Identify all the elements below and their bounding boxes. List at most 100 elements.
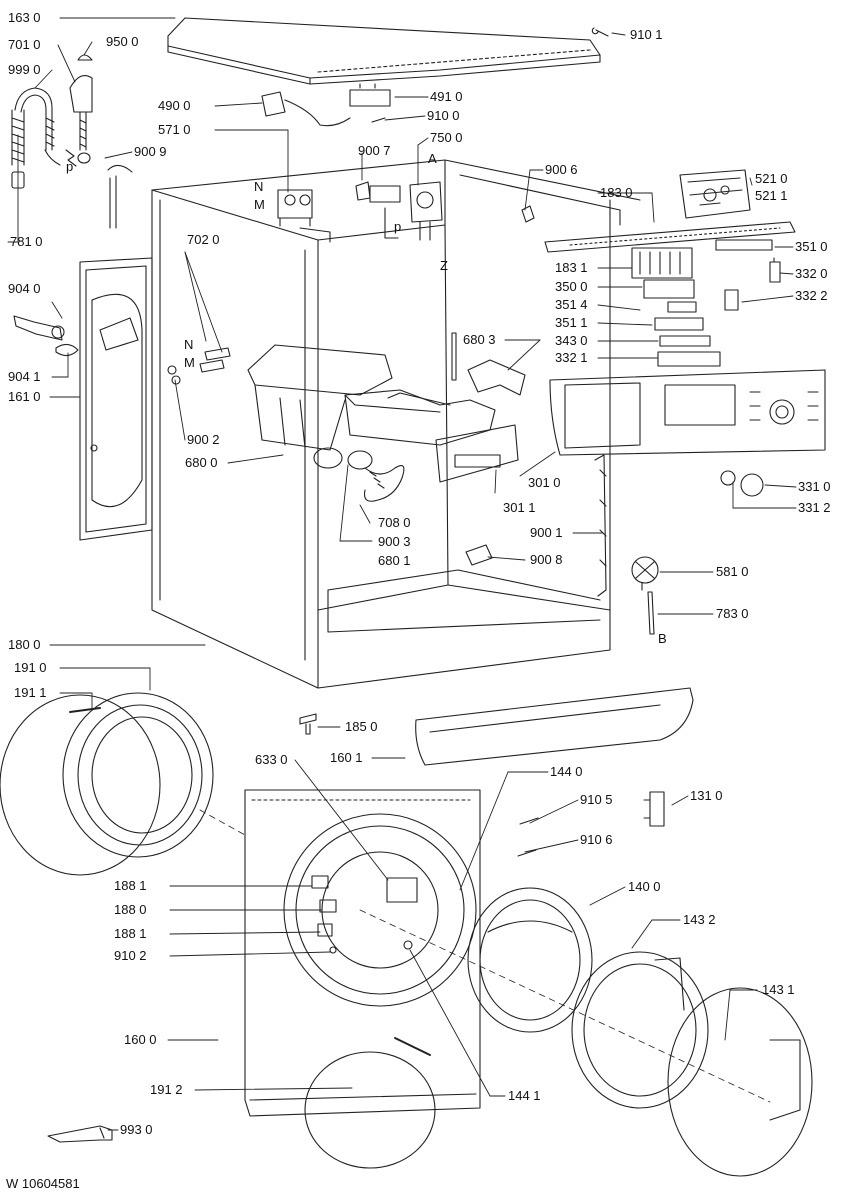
part-label: 191 1 (14, 685, 47, 700)
part-label: 188 1 (114, 878, 147, 893)
part-label: 708 0 (378, 515, 411, 530)
valve-571 (277, 189, 313, 227)
part-label: 910 1 (630, 27, 663, 42)
tubing (44, 149, 399, 239)
part-332-2 (724, 289, 739, 311)
part-label: 900 3 (378, 534, 411, 549)
part-343 (659, 335, 711, 347)
part-label: 144 0 (550, 764, 583, 779)
part-label: 491 0 (430, 89, 463, 104)
pcb-183-1 (631, 247, 693, 279)
part-label: 351 4 (555, 297, 588, 312)
part-label: 350 0 (555, 279, 588, 294)
hose-clamp-900-9 (107, 164, 133, 229)
detergent-dispenser (247, 344, 496, 469)
sensor-491 (349, 83, 391, 107)
pcb-350 (643, 279, 695, 299)
latch-131 (643, 791, 665, 827)
valve-750 (409, 181, 443, 241)
part-332-0 (769, 257, 781, 283)
part-label: 900 2 (187, 432, 220, 447)
part-label: 750 0 (430, 130, 463, 145)
part-label: 900 1 (530, 525, 563, 540)
part-label: 331 0 (798, 479, 831, 494)
bracket-900-8 (465, 544, 493, 566)
hose-680-3 (467, 359, 526, 396)
kickplate-160-1 (415, 687, 694, 766)
screw-910-5 (519, 817, 539, 825)
part-label: 581 0 (716, 564, 749, 579)
part-label: 301 1 (503, 500, 536, 515)
wire-harness-900-1 (594, 454, 607, 597)
drawer-301-1 (435, 424, 519, 483)
part-680-3 (451, 332, 457, 381)
part-332-1 (657, 351, 721, 367)
part-label: 571 0 (158, 122, 191, 137)
part-label: 783 0 (716, 606, 749, 621)
front-cabinet-160-0 (244, 789, 481, 1117)
part-label: 910 0 (427, 108, 460, 123)
part-label: 343 0 (555, 333, 588, 348)
porthole-ring-633 (283, 813, 477, 1007)
part-label: 904 1 (8, 369, 41, 384)
knob-331 (720, 470, 764, 497)
part-351-4 (667, 301, 697, 313)
seal-191-2 (304, 1037, 436, 1169)
front-panel (79, 257, 153, 541)
part-label: 633 0 (255, 752, 288, 767)
part-label: 993 0 (120, 1122, 153, 1137)
pcb-521 (679, 169, 751, 219)
part-label: 160 0 (124, 1032, 157, 1047)
part-label: 950 0 (106, 34, 139, 49)
part-label: 301 0 (528, 475, 561, 490)
screw-910-0 (371, 117, 386, 123)
part-904-0 (13, 315, 65, 341)
top-cover (167, 17, 601, 85)
part-351-0 (715, 239, 773, 251)
control-fascia (549, 369, 826, 456)
part-label: 191 2 (150, 1082, 183, 1097)
cabinet-frame (151, 159, 641, 689)
part-label: 331 2 (798, 500, 831, 515)
control-rail-183 (544, 221, 796, 253)
part-label: 183 1 (555, 260, 588, 275)
clips-900-2 (167, 365, 181, 385)
connectors-702 (199, 347, 231, 373)
part-label: 910 2 (114, 948, 147, 963)
leader-lines (7, 17, 797, 1131)
callout-letter: B (658, 631, 667, 646)
callout-letter: N (254, 179, 264, 194)
part-label: 680 0 (185, 455, 218, 470)
part-label: 143 2 (683, 912, 716, 927)
callout-letter: Z (440, 258, 448, 273)
part-label: 521 0 (755, 171, 788, 186)
seal-904-1 (55, 343, 79, 357)
callout-letter: N (184, 337, 194, 352)
part-label: 163 0 (8, 10, 41, 25)
part-label: 185 0 (345, 719, 378, 734)
door-frame-140 (467, 887, 593, 1033)
callout-letter: p (394, 219, 402, 234)
part-label: 144 1 (508, 1088, 541, 1103)
part-label: 332 1 (555, 350, 588, 365)
part-label: 188 0 (114, 902, 147, 917)
part-label: 999 0 (8, 62, 41, 77)
axis-lines (199, 809, 771, 1103)
part-label: 180 0 (8, 637, 41, 652)
part-label: 900 9 (134, 144, 167, 159)
tool-993 (47, 1125, 113, 1143)
part-label: 332 2 (795, 288, 828, 303)
part-label: 900 6 (545, 162, 578, 177)
part-label: 131 0 (690, 788, 723, 803)
callout-letter: A (428, 151, 437, 166)
callout-letter: M (184, 355, 195, 370)
part-label: 702 0 (187, 232, 220, 247)
callout-letter: M (254, 197, 265, 212)
part-label: 900 7 (358, 143, 391, 158)
part-label: 191 0 (14, 660, 47, 675)
hinge-188 (311, 875, 337, 954)
screw-910-6 (517, 849, 537, 857)
part-label: 188 1 (114, 926, 147, 941)
